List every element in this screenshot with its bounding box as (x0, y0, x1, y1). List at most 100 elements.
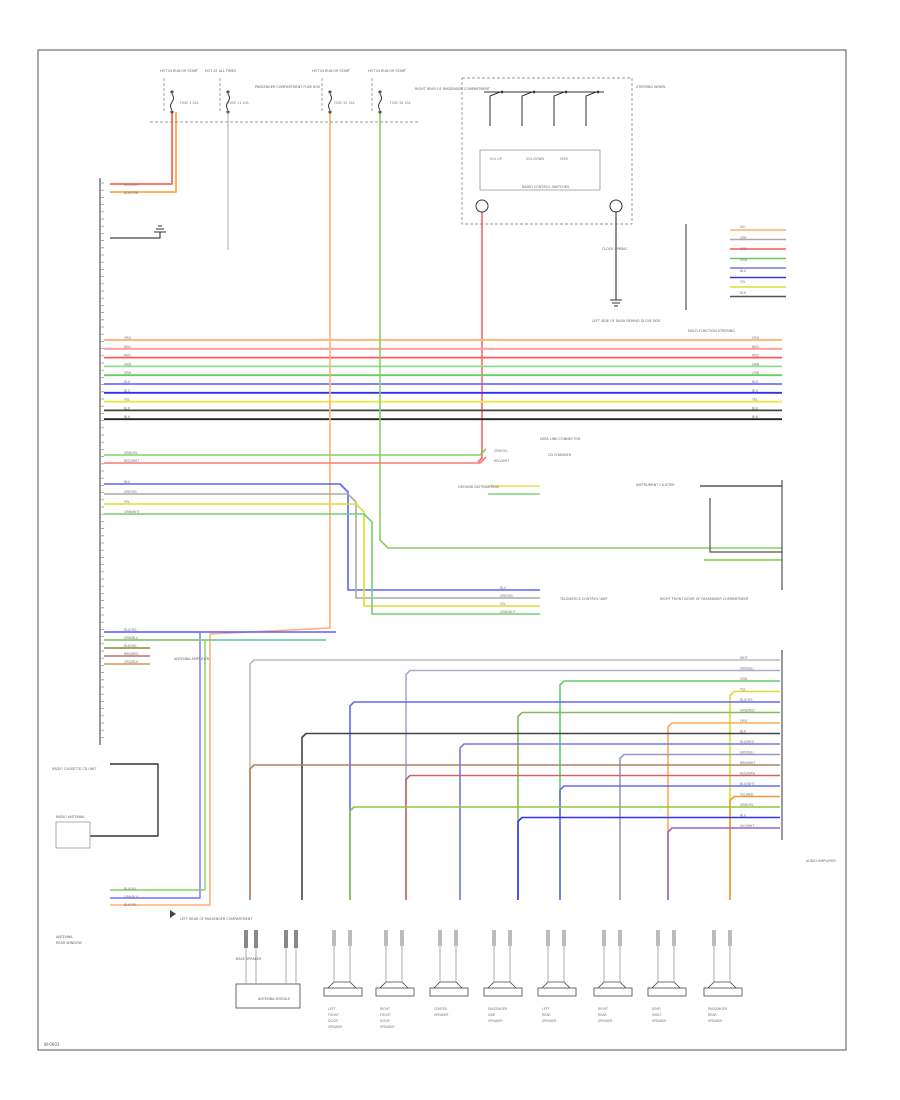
label-cd-changer: CD CHANGER (548, 453, 572, 457)
wire-label-amplifier: GRN/YEL (740, 803, 754, 807)
wire-label-blue-group: BLU (124, 480, 131, 484)
wire-amplifier (517, 711, 780, 900)
speaker-label: CENTER (434, 1007, 448, 1011)
fuse-terminal (328, 110, 332, 114)
speaker-connector (712, 930, 716, 946)
label-right-front-door: RIGHT FRONT DOOR OF PASSENGER COMPARTMEN… (660, 597, 750, 601)
wire-label-red-wht: RED/WHT (124, 183, 139, 187)
speaker-label: LEFT (328, 1007, 336, 1011)
wire-label-multifunction: YEL (740, 280, 746, 284)
wire-amplifier (249, 659, 780, 900)
clock-spring-connector (475, 199, 489, 213)
wire-label-main-bus-right: GRN (752, 371, 760, 375)
label-radio-cassette: RADIO CASSETTE CD UNIT (52, 767, 97, 771)
speaker-icon (433, 981, 463, 989)
label-multi-function-switch: MULTI-FUNCTION STEERING (688, 329, 735, 333)
speaker-connector (400, 930, 404, 946)
fuse-icon (226, 93, 230, 111)
wire-label-amplifier: GRN/RED (740, 709, 755, 713)
wire-amplifier (517, 816, 780, 900)
fuse-terminal (170, 110, 174, 114)
label-telematics: TELEMATICS CONTROL UNIT (559, 597, 609, 601)
radio-control-switches-box (479, 149, 601, 191)
wire-label-amplifier: YEL/RED (740, 793, 754, 797)
label-base-speaker: BASE SPEAKER (236, 957, 262, 961)
speaker-label: REAR (708, 1013, 717, 1017)
speaker-connector (656, 930, 660, 946)
label-fuse-box: PASSENGER COMPARTMENT FUSE BOX (255, 85, 321, 89)
speaker-icon (651, 981, 681, 989)
speaker-icon (487, 981, 517, 989)
speaker-label: PASSENGER (488, 1007, 508, 1011)
wire-label-amplifier: WHT (740, 656, 748, 660)
wire-amplifier (667, 827, 780, 900)
clock-spring-connector (609, 199, 623, 213)
wire-amplifier (559, 680, 780, 900)
speaker-icon (375, 987, 415, 997)
wire-label-data-link-right: GRN/YEL (494, 449, 508, 453)
label-seek: SEEK (560, 157, 569, 161)
wire-label-main-bus: YEL (124, 398, 130, 402)
speaker-label: SPEAKER (542, 1019, 557, 1023)
speaker-connector (508, 930, 512, 946)
fuse-icon (328, 93, 332, 111)
wire-label-data-link: RED/WHT (124, 459, 139, 463)
wire-label-data-link: GRN/YEL (124, 451, 138, 455)
label-vol-down: VOL DOWN (526, 157, 545, 161)
wire-label-amplifier: GRN (740, 677, 748, 681)
wire-amplifier (349, 701, 780, 900)
speaker-icon (647, 987, 687, 997)
wire-amplifier (249, 764, 780, 900)
wire-label-amplifier: BLK (740, 730, 747, 734)
base-speaker-connector (254, 930, 258, 948)
wire-ground-left (110, 232, 161, 239)
wire-antenna-coax (90, 763, 159, 837)
speaker-connector (728, 930, 732, 946)
switch-contact-icon (553, 91, 565, 126)
wire-label-main-bus-right: BLK (752, 415, 759, 419)
wire-label-antenna: GRN/BLU (124, 895, 139, 899)
speaker-label: REAR (598, 1013, 607, 1017)
fuse-terminal (378, 90, 382, 94)
wire-amplifier (349, 806, 780, 900)
speaker-connector (672, 930, 676, 946)
footer-code: W-0001 (44, 1042, 60, 1047)
speaker-connector (348, 930, 352, 946)
wire-label-main-bus: BLU (124, 380, 131, 384)
wire-amplifier (405, 774, 780, 900)
wire-label-main-bus: RED (124, 345, 131, 349)
speaker-icon (327, 981, 357, 989)
wire-label-main-bus-right: BLU (752, 389, 759, 393)
wire-label-amplifier: YEL (740, 688, 746, 692)
label-audio-amplifier: AUDIO AMPLIFIER (806, 859, 836, 863)
speaker-connector (454, 930, 458, 946)
wire-label-main-bus-right: BLK (752, 406, 759, 410)
wire-amplifier (301, 732, 780, 900)
fuse-icon (170, 93, 174, 111)
wire-label-main-bus: BLK (124, 406, 131, 410)
wire-amplifier (667, 722, 780, 900)
wire-label-blue-group-right: BLU (500, 586, 507, 590)
speaker-icon (379, 981, 409, 989)
wire-label-blue-group: GRN/WHT (124, 510, 140, 514)
speaker-label: LEFT (542, 1007, 550, 1011)
speaker-label: REAR (652, 1007, 661, 1011)
fuse-terminal (170, 90, 174, 94)
speaker-label: FRONT (328, 1013, 339, 1017)
speaker-icon (541, 981, 571, 989)
speaker-connector (438, 930, 442, 946)
speaker-icon (483, 987, 523, 997)
label-ground-link: GROUND DISTRIBUTION (458, 485, 499, 489)
ground-arrow-icon (170, 910, 176, 918)
label-fuse-11: FUSE 11 10A (228, 101, 249, 105)
label-fuse-28: FUSE 28 10A (390, 101, 411, 105)
wire-green-drop (379, 112, 782, 549)
base-speaker-connector (284, 930, 288, 948)
speaker-connector (562, 930, 566, 946)
wire-label-multifunction: VIO (740, 225, 746, 229)
wire-label-multifunction: BLK (740, 291, 747, 295)
speaker-label: SPEAKER (434, 1013, 449, 1017)
wire-label-radio-end: ORG/BLK (124, 660, 139, 664)
speaker-connector (602, 930, 606, 946)
speaker-label: PASSENGER (708, 1007, 728, 1011)
